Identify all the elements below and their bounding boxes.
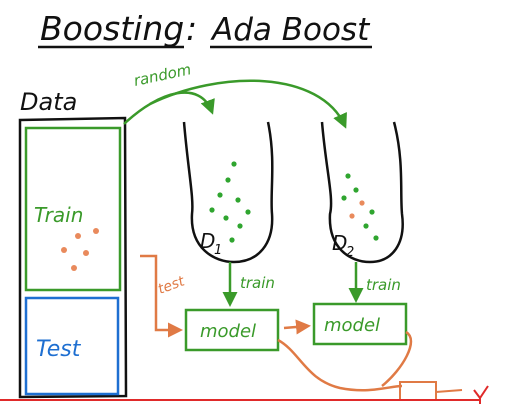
bag-d2: D 2 — [320, 121, 404, 264]
combiner-box — [399, 381, 437, 401]
data-box — [18, 116, 128, 399]
bag-d1-outline — [182, 121, 274, 264]
test-arrow — [140, 254, 183, 338]
random-arrow-2 — [149, 79, 347, 129]
title: Boosting : Ada Boost — [38, 9, 372, 49]
test-arrow-label: test — [156, 273, 187, 297]
bag-d2-subscript: 2 — [346, 245, 354, 260]
model-box-1 — [184, 308, 280, 352]
red-y-mark — [473, 385, 489, 404]
random-label: random — [132, 60, 193, 90]
train-label: Train — [34, 203, 83, 227]
combiner-output-line — [435, 389, 463, 393]
train-orange-dots — [61, 228, 99, 271]
model-box-2 — [312, 302, 408, 346]
test-box — [24, 296, 120, 396]
title-boosting: Boosting — [40, 9, 184, 48]
bag-d2-dots — [341, 173, 379, 241]
train-box — [24, 126, 122, 292]
model-link-arrow — [283, 319, 311, 335]
train-arrow-2-label: train — [366, 276, 401, 294]
train-arrow-1-label: train — [240, 274, 275, 292]
model-1-label: model — [200, 321, 256, 342]
bag-d1: D 1 — [182, 121, 274, 264]
data-label: Data — [20, 88, 77, 116]
bag-d1-green-dots — [209, 161, 251, 243]
title-colon: : — [186, 9, 197, 48]
bag-d1-label: D — [200, 229, 215, 253]
bag-d2-outline — [320, 121, 404, 264]
test-label: Test — [36, 337, 82, 362]
model-2-label: model — [324, 315, 380, 336]
title-adaboost: Ada Boost — [210, 12, 371, 48]
bag-d1-subscript: 1 — [214, 243, 222, 258]
output-curve-1 — [277, 338, 403, 392]
output-curve-2 — [381, 330, 413, 387]
bag-d2-label: D — [332, 231, 347, 255]
